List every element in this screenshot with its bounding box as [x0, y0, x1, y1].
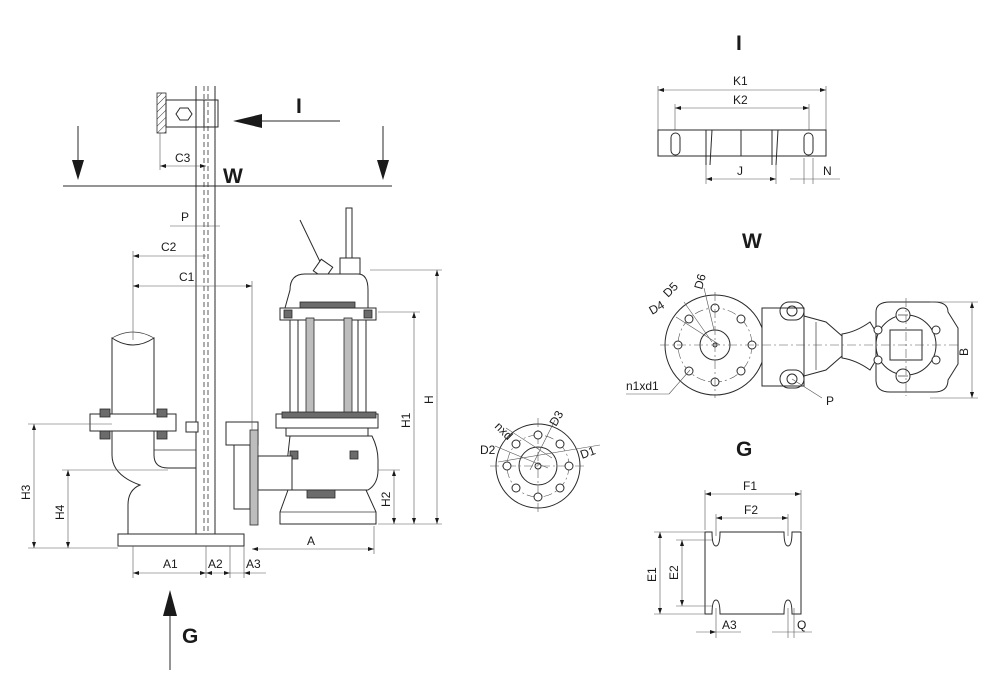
- dim-d3: D3: [546, 408, 566, 429]
- view-g: G F1 F2 E1 E2 A: [645, 438, 812, 638]
- side-dimensions: C3 P C2 C1 H H1: [19, 133, 442, 670]
- w-flange-holes: [673, 303, 757, 387]
- dim-c2: C2: [161, 240, 177, 254]
- dim-f2: F2: [744, 503, 758, 517]
- dim-h1: H1: [399, 412, 413, 428]
- pump-body: [257, 207, 379, 525]
- dim-k1: K1: [733, 74, 748, 88]
- guide-rails: [195, 86, 216, 540]
- water-level: W: [63, 126, 392, 188]
- side-view: W I: [19, 86, 442, 670]
- dim-d2: D2: [480, 443, 496, 457]
- dim-b: B: [957, 348, 971, 356]
- coupling: [185, 421, 259, 526]
- dim-p: P: [181, 210, 189, 224]
- view-i: I K1 K2 J N: [657, 32, 840, 184]
- view-arrow-i: I: [233, 95, 340, 128]
- dim-q: Q: [797, 618, 806, 632]
- dim-h4: H4: [53, 504, 67, 520]
- dim-e1: E1: [645, 567, 659, 582]
- dim-h: H: [422, 395, 436, 404]
- dim-a1: A1: [163, 557, 178, 571]
- dim-c1: C1: [179, 270, 195, 284]
- view-g-title: G: [736, 438, 752, 461]
- dim-d5: D5: [660, 279, 681, 300]
- dim-h3: H3: [19, 484, 33, 500]
- dim-p-w: P: [826, 394, 834, 408]
- dim-d4: D4: [647, 298, 668, 318]
- dim-e2: E2: [667, 565, 681, 580]
- view-w: W: [626, 230, 978, 408]
- dim-j: J: [737, 164, 743, 178]
- pump-flange-view: nxd D2 D3 D1: [480, 408, 601, 514]
- dim-n: N: [823, 164, 832, 178]
- dim-h2: H2: [379, 491, 393, 507]
- dim-a2: A2: [208, 557, 223, 571]
- guide-bracket: [156, 92, 219, 134]
- dim-d6: D6: [691, 272, 709, 291]
- discharge-pipe: [89, 331, 245, 547]
- view-i-title: I: [736, 32, 742, 55]
- dim-a3-g: A3: [722, 618, 737, 632]
- dim-c3: C3: [175, 151, 191, 165]
- flange-bolt-holes: [502, 430, 574, 502]
- marker-i: I: [296, 95, 302, 118]
- marker-w: W: [223, 165, 243, 188]
- dim-a3: A3: [246, 557, 261, 571]
- dim-f1: F1: [743, 479, 757, 493]
- dim-d1: D1: [578, 443, 598, 462]
- dim-k2: K2: [733, 93, 748, 107]
- dim-n1xd1: n1xd1: [626, 379, 659, 393]
- dim-a: A: [307, 534, 315, 548]
- marker-g: G: [182, 625, 198, 648]
- view-w-title: W: [742, 230, 762, 253]
